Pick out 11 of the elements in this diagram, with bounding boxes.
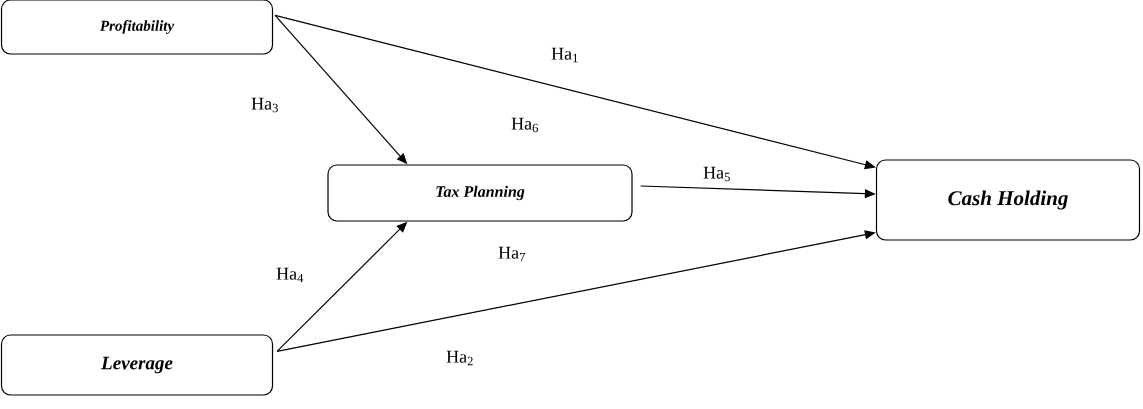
- edge-label: Ha$_{3}$: [250, 96, 280, 114]
- variable-box: Profitability: [0, 0, 274, 55]
- variable-box: Cash Holding: [875, 159, 1141, 241]
- edge-label: Ha$_{1}$: [550, 46, 580, 64]
- edge-label: Ha$_{2}$: [445, 349, 475, 367]
- edge-label: Ha$_{4}$: [275, 266, 305, 284]
- hypothesis-label: Ha$_{6}$: [511, 117, 539, 133]
- variable-box: Tax Planning: [327, 164, 633, 222]
- variable-box: Leverage: [0, 334, 274, 396]
- hypothesis-label: Ha$_{7}$: [498, 246, 526, 262]
- edge-label: Ha$_{5}$: [702, 165, 732, 183]
